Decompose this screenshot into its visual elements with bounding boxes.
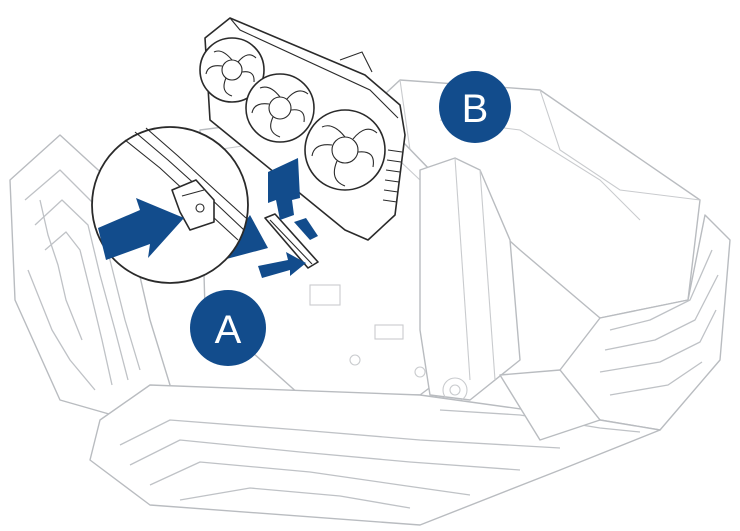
gpu-fan (245, 73, 315, 143)
screw-hole (414, 366, 426, 378)
case-pillar (419, 157, 521, 401)
panel-trace (34, 199, 129, 381)
panel-trace (609, 361, 703, 396)
gpu-fan (304, 109, 386, 191)
front-bottom-panel (89, 384, 661, 526)
pcie-slot-groove (269, 219, 313, 265)
chip (374, 324, 404, 340)
pcie-slot-body (264, 213, 319, 269)
callout-circle (91, 126, 249, 284)
panel-trace (129, 439, 521, 471)
arrow-up-icon (268, 158, 318, 240)
panel-trace (604, 274, 719, 351)
left-side-panel (9, 134, 171, 421)
slot-latch (124, 127, 247, 241)
step-badge-a: A (190, 290, 266, 366)
case-edge (539, 89, 701, 201)
case-foot (499, 369, 601, 441)
arrow-right-icon (98, 198, 184, 260)
panel-trace (149, 461, 471, 496)
pillar-edge (454, 157, 471, 381)
step-badge-b: B (439, 71, 511, 143)
screw-hole (349, 354, 361, 366)
graphics-card (199, 17, 406, 241)
chip (309, 284, 341, 306)
pillar-edge (479, 169, 496, 381)
gpu-heatsink (382, 149, 403, 203)
latch-zoom-callout (91, 126, 268, 284)
gpu-bracket (339, 51, 373, 73)
arrow-right-icon (258, 252, 306, 278)
panel-trace (179, 487, 411, 509)
step-label-b: B (462, 87, 489, 131)
panel-trace (599, 309, 717, 373)
panel-trace (609, 249, 713, 331)
pcie-slot (264, 213, 319, 269)
gpu-fan (199, 37, 265, 103)
panel-trace (44, 231, 113, 386)
panel-trace (119, 419, 561, 449)
gpu-shroud-edge (229, 17, 399, 119)
panel-trace (27, 269, 96, 391)
fan-hub (449, 384, 461, 396)
panel-trace (39, 199, 83, 341)
step-label-a: A (215, 308, 242, 352)
